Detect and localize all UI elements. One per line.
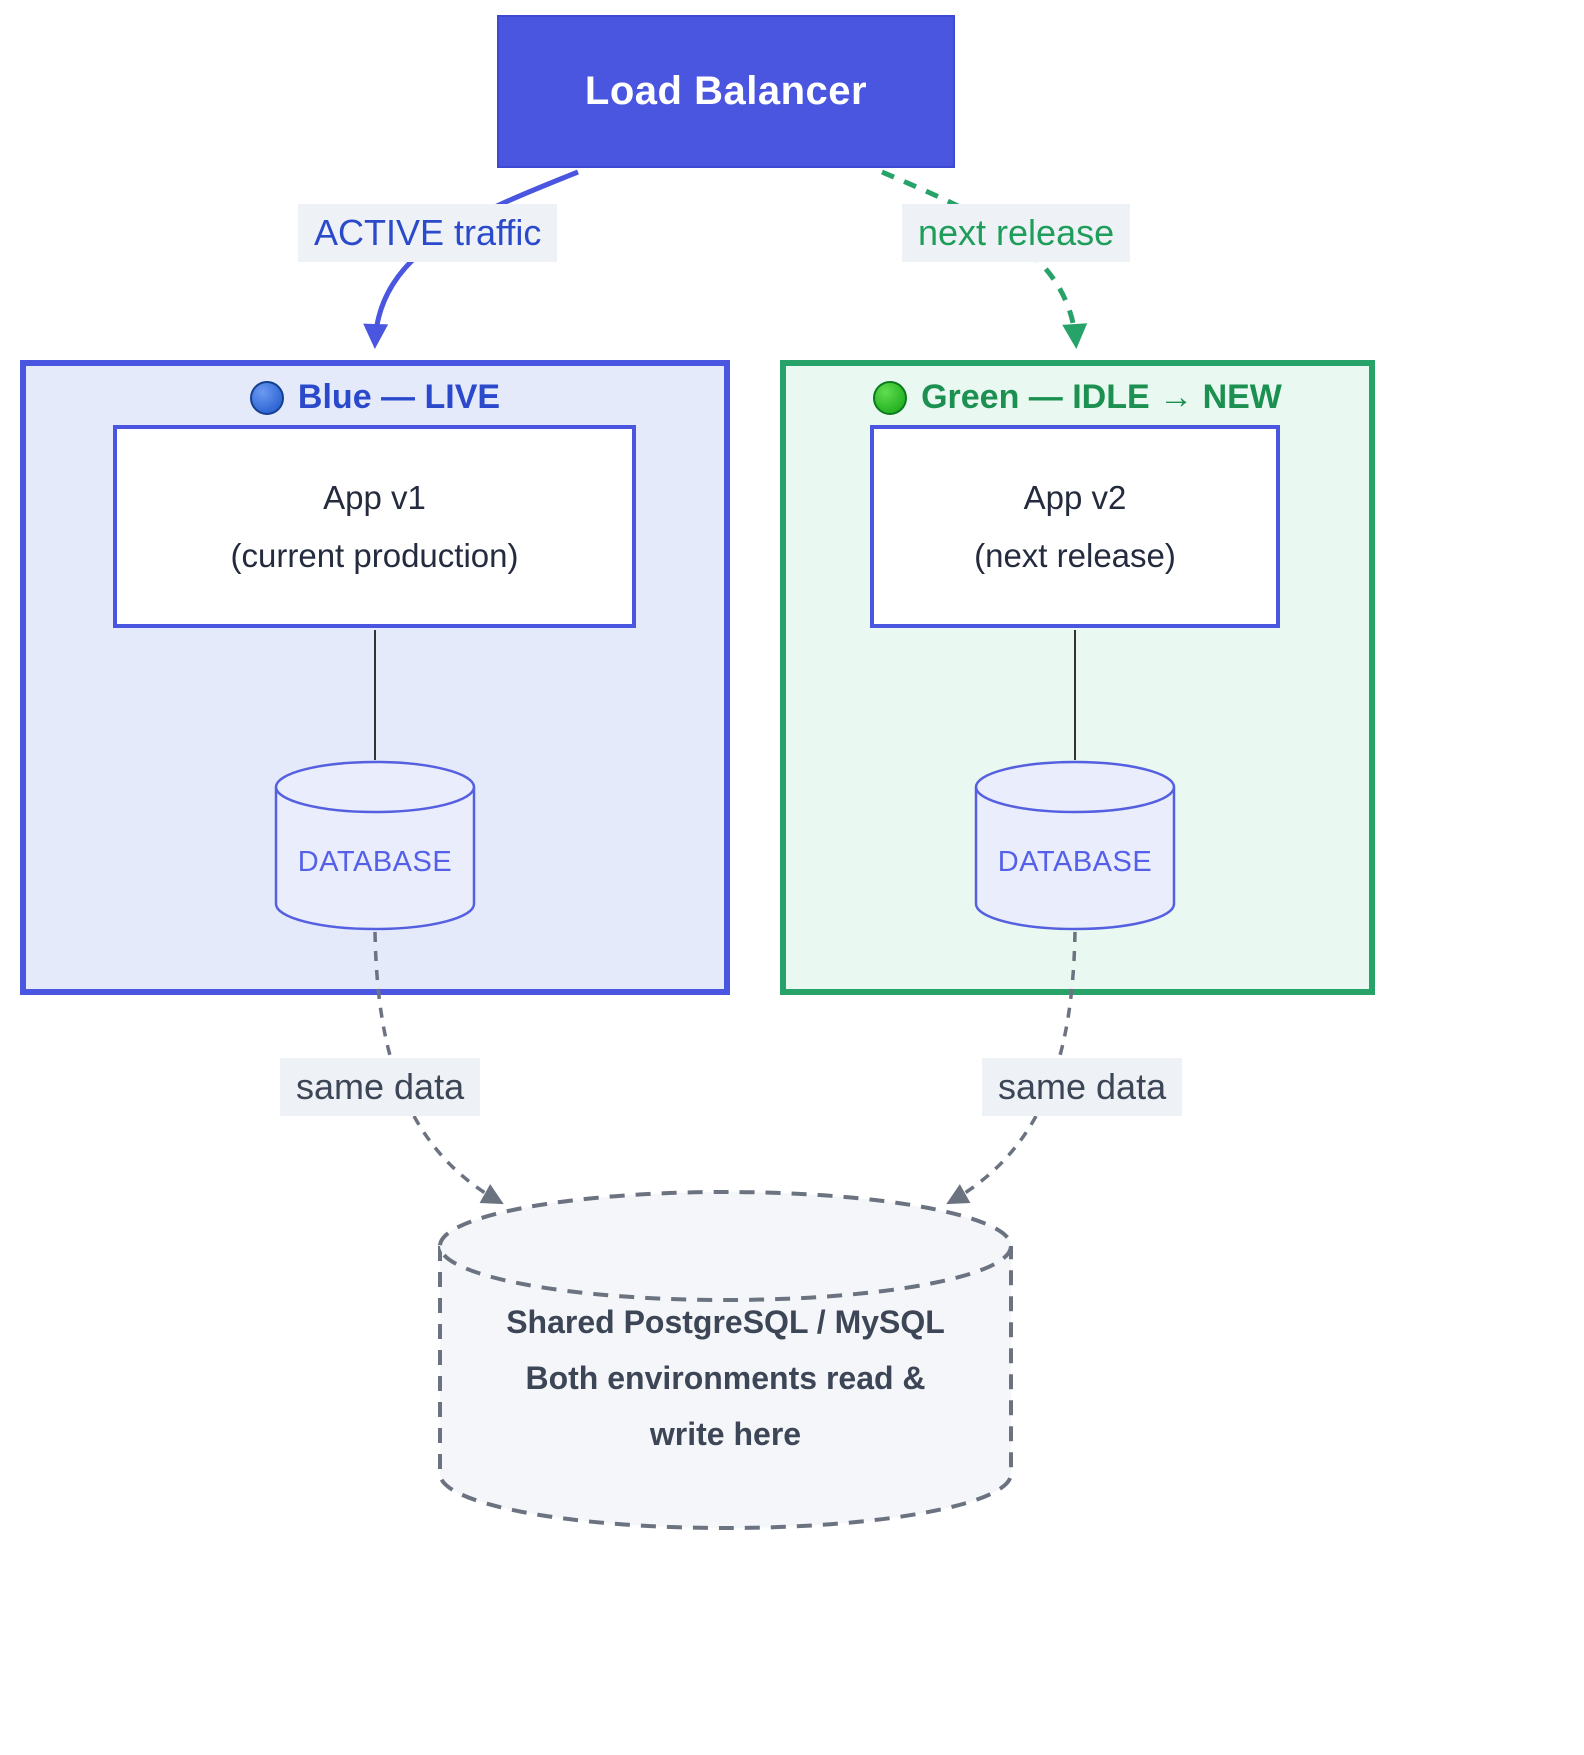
app-v2-label: App v2 — [1023, 478, 1127, 516]
blue-environment-box: Blue — LIVE App v1 (current production) … — [20, 360, 730, 995]
green-environment-title: Green — IDLE → NEW — [786, 378, 1369, 417]
load-balancer-node: Load Balancer — [497, 15, 955, 168]
green-database-label: DATABASE — [997, 846, 1153, 878]
green-database-cylinder-icon — [974, 760, 1176, 931]
active-traffic-label: ACTIVE traffic — [298, 204, 558, 262]
blue-environment-title: Blue — LIVE — [26, 378, 724, 417]
blue-environment-title-label: Blue — LIVE — [297, 378, 501, 416]
green-environment-title-label: Green — IDLE → NEW — [921, 378, 1282, 416]
shared-database-line2: Both environments read & — [525, 1360, 926, 1396]
green-environment-box: Green — IDLE → NEW App v2 (next release)… — [780, 360, 1375, 995]
shared-database-node: Shared PostgreSQL / MySQL Both environme… — [437, 1188, 1014, 1532]
app-v2-sublabel: (next release) — [974, 536, 1176, 574]
blue-status-dot-icon — [249, 380, 284, 415]
blue-database-node: DATABASE — [274, 760, 476, 932]
shared-database-line1: Shared PostgreSQL / MySQL — [506, 1304, 945, 1340]
green-database-node: DATABASE — [974, 760, 1176, 932]
shared-database-text: Shared PostgreSQL / MySQL Both environme… — [437, 1294, 1014, 1462]
green-same-data-label: same data — [982, 1058, 1183, 1116]
shared-database-cylinder-icon — [438, 1190, 1013, 1530]
app-v1-label: App v1 — [323, 478, 426, 516]
app-v2-node: App v2 (next release) — [870, 425, 1280, 628]
blue-same-data-label: same data — [280, 1058, 481, 1116]
app-v1-sublabel: (current production) — [230, 536, 519, 574]
green-status-dot-icon — [873, 380, 908, 415]
next-release-label: next release — [902, 204, 1131, 262]
app-v1-node: App v1 (current production) — [113, 425, 636, 628]
shared-database-line3: write here — [649, 1416, 802, 1452]
blue-database-label: DATABASE — [297, 846, 453, 878]
blue-database-cylinder-icon — [274, 760, 476, 931]
load-balancer-label: Load Balancer — [584, 69, 868, 113]
